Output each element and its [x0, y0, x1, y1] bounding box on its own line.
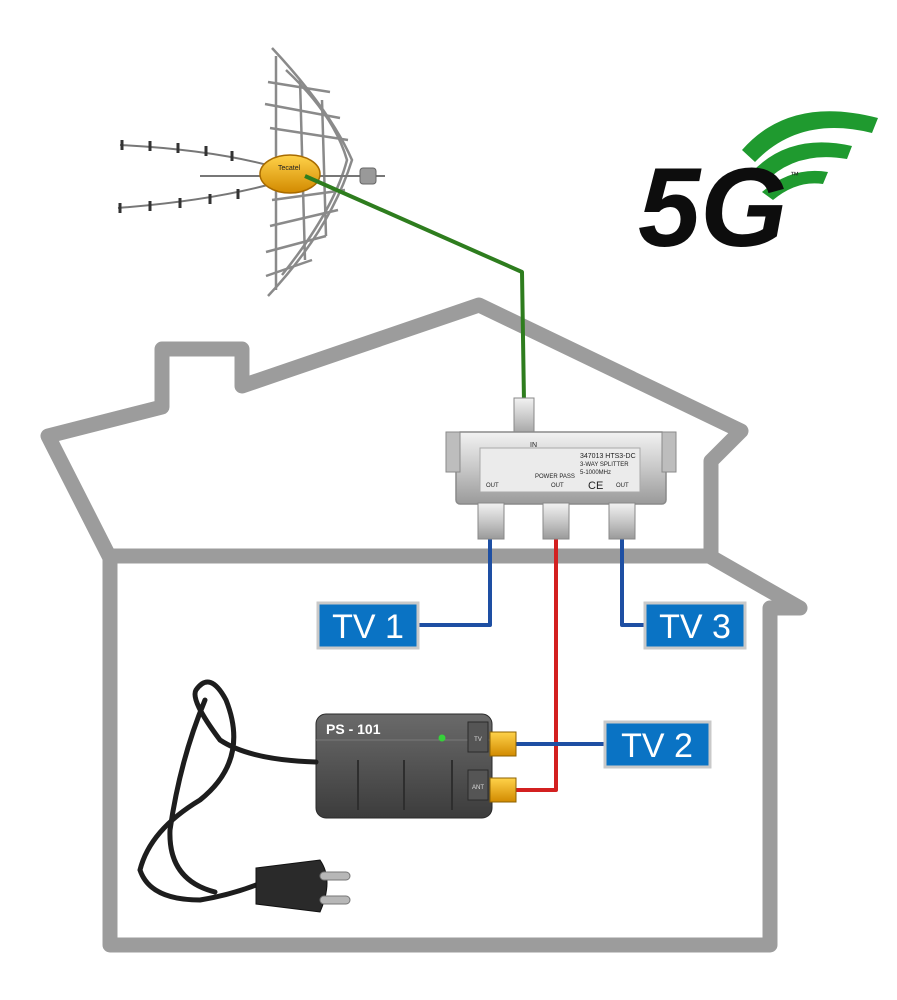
tv1-box	[316, 601, 420, 650]
antenna-directors	[118, 140, 240, 213]
splitter-type: 3-WAY SPLITTER	[580, 462, 629, 468]
splitter-ce: CE	[588, 480, 603, 492]
plug-pin-top	[319, 871, 351, 881]
psu-label: PS - 101	[326, 721, 381, 737]
house-outline	[40, 297, 808, 953]
signal-arc-outer	[742, 111, 878, 162]
tv1-text: TV 1	[332, 608, 404, 646]
antenna: Tecatel	[117, 47, 385, 297]
splitter-in-label: IN	[530, 442, 537, 449]
psu-port-tv-label: TV	[474, 737, 482, 743]
tv2-text: TV 2	[621, 727, 693, 765]
power-supply: PS - 101 TV ANT	[315, 713, 517, 819]
cable-tv3-blue	[620, 538, 645, 627]
tv2-label: TV 2	[603, 720, 712, 769]
power-plug	[255, 859, 351, 913]
tv3-label: TV 3	[643, 601, 747, 650]
5g-logo: 5G ™	[638, 111, 878, 270]
psu-led	[438, 734, 446, 742]
cable-tv1-blue	[418, 538, 492, 627]
coax-cables	[304, 174, 645, 792]
logo-tm: ™	[790, 170, 799, 180]
antenna-brand: Tecatel	[278, 165, 301, 172]
splitter-out-label-3: OUT	[616, 483, 629, 489]
splitter-flange-left	[445, 431, 461, 473]
signal-arc-inner	[762, 170, 828, 200]
psu-connector-ant	[489, 777, 517, 803]
psu-connector-tv	[489, 731, 517, 757]
splitter-out-label-2: OUT	[551, 483, 564, 489]
splitter-label-plate	[479, 447, 641, 493]
tv3-text: TV 3	[659, 608, 731, 646]
cable-red-to-psu	[514, 538, 558, 792]
tv3-box	[643, 601, 747, 650]
splitter-flange-right	[661, 431, 677, 473]
plug-pin-bottom	[319, 895, 351, 905]
antenna-connector	[359, 167, 377, 185]
splitter-out-label-1: OUT	[486, 483, 499, 489]
splitter: IN 347013 HTS3-DC 3-WAY SPLITTER 5-1000M…	[445, 397, 677, 540]
cable-antenna-green	[304, 174, 526, 403]
signal-arc-middle	[752, 142, 852, 183]
power-cord	[137, 679, 319, 903]
splitter-power-pass: POWER PASS	[535, 474, 575, 480]
psu-port-ant-label: ANT	[472, 785, 484, 791]
splitter-out-port-3	[608, 502, 636, 540]
splitter-out-port-1	[477, 502, 505, 540]
splitter-out-port-2	[542, 502, 570, 540]
antenna-amplifier-head	[259, 154, 321, 194]
logo-5g-text: 5G	[638, 145, 787, 270]
tv2-box	[603, 720, 712, 769]
tv1-label: TV 1	[316, 601, 420, 650]
splitter-range: 5-1000MHz	[580, 470, 611, 476]
splitter-model: 347013 HTS3-DC	[580, 453, 636, 460]
